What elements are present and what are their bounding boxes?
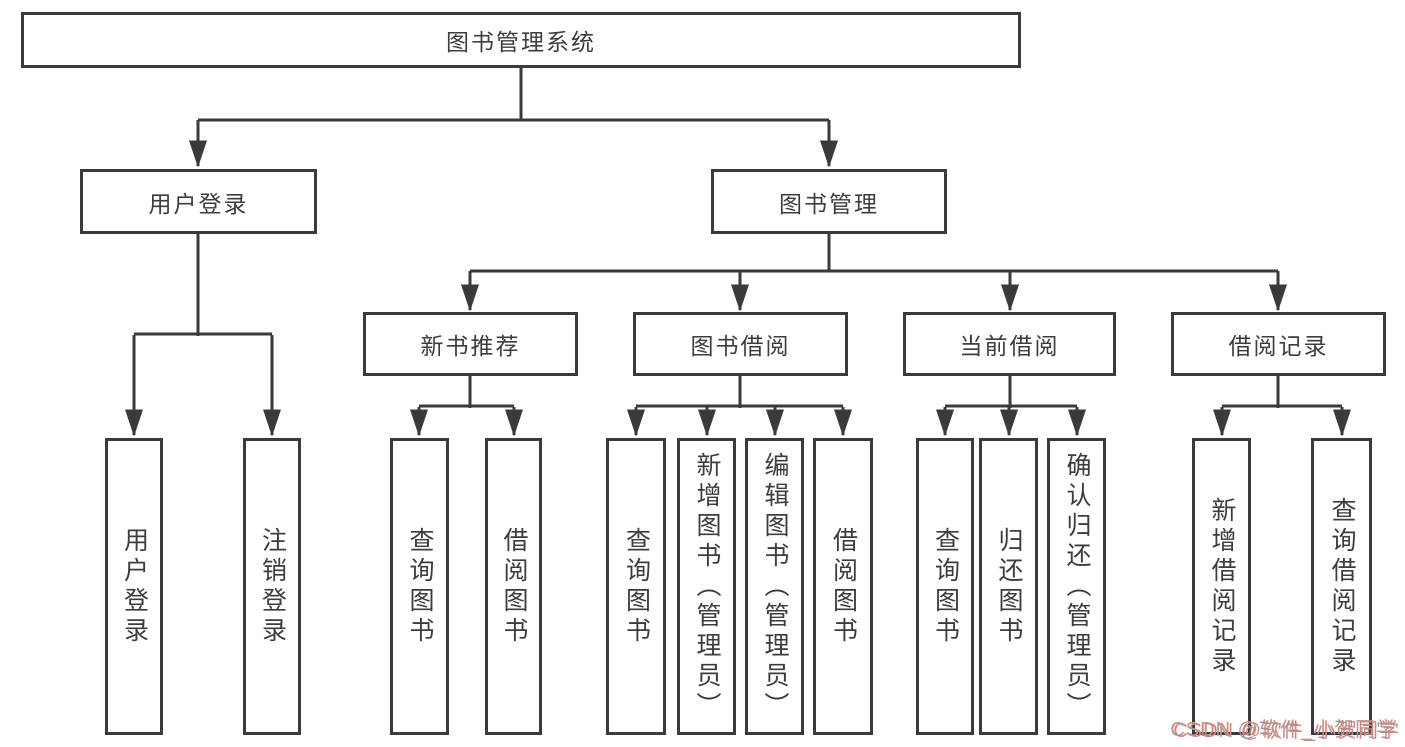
leaf-query-books-2: 查询图书 [606, 438, 666, 735]
leaf-add-book-admin: 新增图书（管理员） [677, 438, 736, 735]
leaf-return-books: 归还图书 [979, 438, 1038, 735]
csdn-watermark: CSDN @软件_小贺同学 [1170, 719, 1397, 741]
node-root-system: 图书管理系统 [21, 12, 1021, 68]
leaf-borrow-books-2: 借阅图书 [813, 438, 873, 735]
leaf-query-books-3: 查询图书 [916, 438, 974, 735]
leaf-query-borrow-record: 查询借阅记录 [1311, 438, 1372, 735]
node-borrow-records: 借阅记录 [1171, 312, 1386, 376]
leaf-user-login: 用户登录 [105, 438, 163, 735]
leaf-add-borrow-record: 新增借阅记录 [1192, 438, 1251, 735]
node-current-borrow: 当前借阅 [903, 312, 1116, 376]
leaf-borrow-books-1: 借阅图书 [485, 438, 542, 735]
node-new-books: 新书推荐 [363, 312, 578, 376]
leaf-logout: 注销登录 [243, 438, 301, 735]
leaf-confirm-return-admin: 确认归还（管理员） [1047, 438, 1106, 735]
node-book-mgmt: 图书管理 [711, 169, 947, 234]
node-book-borrow: 图书借阅 [633, 312, 848, 376]
leaf-edit-book-admin: 编辑图书（管理员） [745, 438, 804, 735]
leaf-query-books-1: 查询图书 [390, 438, 449, 735]
node-user-login: 用户登录 [80, 169, 317, 234]
tree-branch-lines [134, 68, 1342, 408]
